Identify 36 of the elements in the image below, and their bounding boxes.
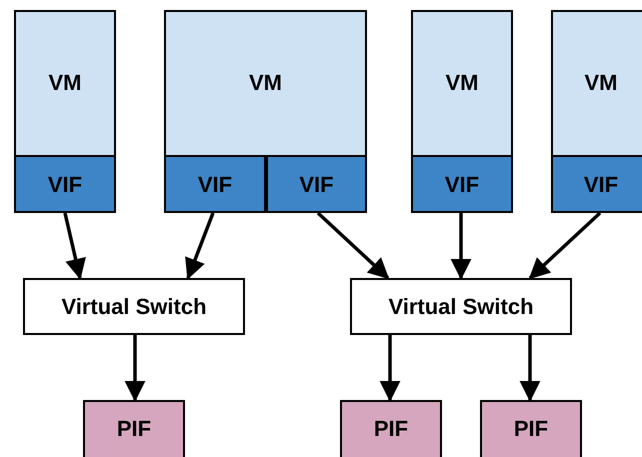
vif-box — [266, 155, 367, 213]
switch-label: Virtual Switch — [61, 293, 207, 321]
arrow — [124, 335, 146, 402]
vm-label: VM — [584, 69, 618, 97]
pif-label: PIF — [116, 415, 152, 443]
pif-box — [340, 400, 442, 457]
vif-box — [551, 155, 642, 213]
vm-box — [14, 10, 116, 213]
arrow — [316, 212, 390, 280]
pif-label: PIF — [374, 415, 408, 443]
vm-label: VM — [249, 69, 282, 97]
pif-label: PIF — [514, 415, 548, 443]
vif-box — [411, 155, 513, 213]
vif-box — [14, 155, 116, 213]
vif-label: VIF — [48, 170, 82, 198]
virtual-switch-box — [350, 278, 572, 335]
pif-box — [83, 400, 185, 457]
arrow — [185, 212, 215, 280]
arrow — [528, 212, 602, 280]
virtual-switch-box — [23, 278, 245, 335]
vif-box — [164, 155, 266, 213]
vm-box — [164, 10, 367, 213]
vm-label: VM — [446, 69, 478, 97]
arrow — [63, 212, 86, 280]
vm-box — [551, 10, 642, 213]
vif-label: VIF — [299, 170, 334, 198]
arrow — [520, 335, 540, 402]
vif-label: VIF — [584, 170, 618, 198]
vif-label: VIF — [444, 170, 480, 198]
arrow — [380, 335, 400, 402]
vm-label: VM — [48, 69, 82, 97]
arrow — [450, 213, 472, 280]
vif-label: VIF — [198, 170, 232, 198]
switch-label: Virtual Switch — [388, 293, 534, 321]
vm-box — [411, 10, 513, 213]
pif-box — [480, 400, 582, 457]
